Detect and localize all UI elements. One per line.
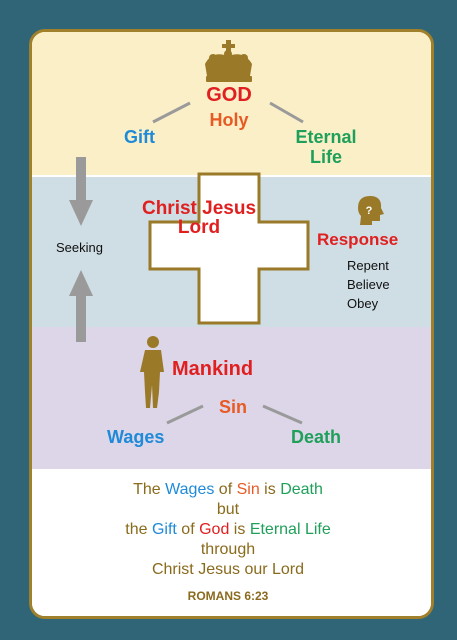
verse-eternal-life: Eternal Life (249, 521, 331, 538)
diagram-card (29, 29, 434, 619)
man-silhouette-icon (140, 336, 164, 408)
cross-icon (148, 172, 310, 325)
verse-block: The Wages of Sin is Death but the Gift o… (28, 480, 428, 606)
wages-label: Wages (107, 427, 165, 447)
cross-label: Christ Jesus Lord (124, 199, 274, 237)
verse-death: Death (280, 481, 323, 498)
crown-icon (205, 40, 252, 82)
verse-word: the (125, 521, 148, 538)
verse-line4: through (200, 541, 256, 558)
god-label: GOD (206, 84, 252, 106)
verse-word: is (264, 481, 276, 498)
response-actions: Repent Believe Obey (347, 256, 390, 313)
holy-label: Holy (209, 110, 249, 130)
cross-line2: Lord (177, 217, 221, 238)
verse-line3: the Gift of God is Eternal Life (28, 520, 428, 540)
svg-text:?: ? (366, 205, 373, 217)
death-label: Death (291, 427, 342, 447)
connector-sin-death (262, 404, 303, 425)
verse-word: The (133, 481, 161, 498)
verse-line2: but (216, 501, 240, 518)
eternal-line1: Eternal (295, 127, 357, 147)
verse-reference: ROMANS 6:23 (187, 589, 269, 603)
action-obey: Obey (347, 296, 379, 311)
verse-god: God (199, 521, 230, 538)
connector-sin-wages (166, 404, 204, 425)
band-mankind (32, 327, 431, 469)
head-question-icon: ? (358, 196, 384, 225)
action-repent: Repent (347, 258, 389, 273)
verse-line1: The Wages of Sin is Death (28, 480, 428, 500)
eternal-life-label: Eternal Life (281, 127, 371, 167)
connector-god-gift (152, 101, 191, 124)
verse-line5: Christ Jesus our Lord (151, 561, 305, 578)
sin-label: Sin (218, 397, 247, 417)
gift-label: Gift (124, 127, 155, 147)
arrow-down-icon (69, 157, 93, 226)
verse-word: is (233, 521, 246, 538)
arrow-up-icon (69, 270, 93, 342)
eternal-line2: Life (309, 147, 342, 167)
band-verse (32, 471, 431, 616)
verse-word: of (181, 521, 195, 538)
seeking-label: Seeking (56, 240, 103, 255)
verse-word: of (218, 481, 233, 498)
action-believe: Believe (347, 277, 390, 292)
response-label: Response (317, 230, 399, 249)
verse-gift: Gift (151, 521, 177, 538)
mankind-label: Mankind (172, 358, 254, 380)
verse-wages: Wages (165, 481, 215, 498)
cross-line1: Christ Jesus (141, 198, 257, 219)
verse-sin: Sin (236, 481, 260, 498)
connector-god-eternal (269, 101, 304, 124)
